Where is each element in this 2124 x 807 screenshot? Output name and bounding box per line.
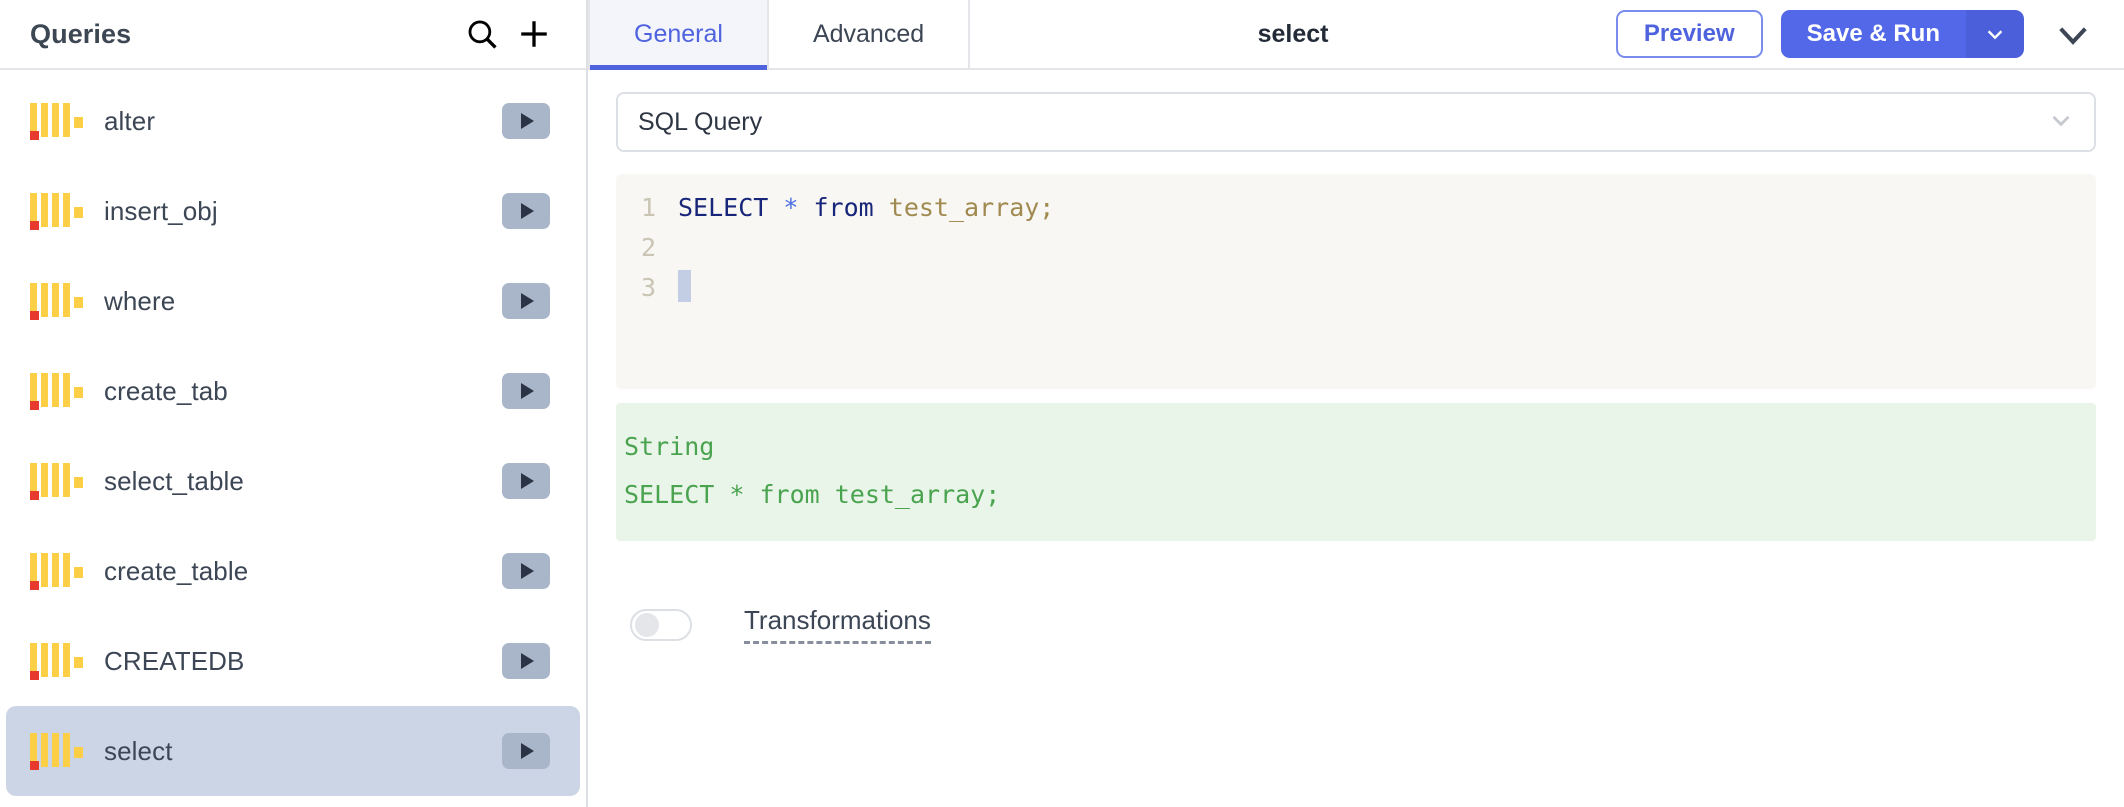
tab-advanced[interactable]: Advanced	[769, 0, 971, 68]
transformations-label: Transformations	[744, 605, 931, 644]
preview-button[interactable]: Preview	[1615, 10, 1763, 58]
main-panel: General Advanced select Preview Save & R…	[588, 0, 2124, 807]
transformations-toggle[interactable]	[630, 608, 692, 641]
save-run-chevron-down-icon[interactable]	[1966, 10, 2024, 58]
query-icon	[28, 551, 83, 591]
query-list-item[interactable]: select_table	[6, 436, 580, 526]
query-icon	[28, 191, 83, 231]
query-list-item-label: create_tab	[104, 375, 228, 406]
play-icon[interactable]	[502, 373, 550, 409]
query-list-item[interactable]: CREATEDB	[6, 616, 580, 706]
code-line: 2	[616, 228, 2096, 268]
query-list-item-label: where	[104, 285, 176, 316]
query-type-value: SQL Query	[638, 107, 763, 136]
result-preview: String SELECT * from test_array;	[616, 403, 2096, 541]
tab-general[interactable]: General	[588, 0, 769, 70]
query-icon	[28, 281, 83, 321]
query-icon	[28, 371, 83, 411]
code-text	[678, 268, 691, 308]
query-icon	[28, 731, 83, 771]
main-header: General Advanced select Preview Save & R…	[588, 0, 2124, 70]
query-list-item[interactable]: create_tab	[6, 346, 580, 436]
sidebar-header: Queries	[0, 0, 586, 70]
code-text: SELECT * from test_array;	[678, 193, 1055, 222]
page-title: select	[1257, 19, 1329, 48]
query-icon	[28, 641, 83, 681]
line-number: 3	[640, 273, 656, 302]
line-number: 1	[640, 193, 656, 222]
save-and-run-button[interactable]: Save & Run	[1780, 10, 1966, 58]
text-cursor	[678, 270, 691, 302]
play-icon[interactable]	[502, 553, 550, 589]
query-list-item-label: insert_obj	[104, 195, 218, 226]
plus-icon[interactable]	[508, 8, 560, 60]
tab-general-label: General	[634, 19, 723, 48]
code-line: 3	[616, 268, 2096, 308]
query-list-item[interactable]: create_table	[6, 526, 580, 616]
chevron-down-icon	[2046, 105, 2076, 140]
collapse-chevron-down-icon[interactable]	[2042, 3, 2104, 65]
query-list-item[interactable]: where	[6, 256, 580, 346]
sidebar-title: Queries	[30, 18, 132, 49]
result-type-label: String	[624, 432, 715, 461]
query-list-item-label: create_table	[104, 555, 249, 586]
query-list-item[interactable]: select	[6, 706, 580, 796]
query-list-item-label: select_table	[104, 465, 244, 496]
play-icon[interactable]	[502, 733, 550, 769]
play-icon[interactable]	[502, 103, 550, 139]
save-run-split-button: Save & Run	[1780, 10, 2024, 58]
query-list-item-label: CREATEDB	[104, 645, 245, 676]
search-icon[interactable]	[456, 8, 508, 60]
play-icon[interactable]	[502, 643, 550, 679]
query-icon	[28, 101, 83, 141]
play-icon[interactable]	[502, 193, 550, 229]
sql-code-editor[interactable]: 1 SELECT * from test_array; 2 3	[616, 174, 2096, 389]
main-content: SQL Query 1 SELECT * from test_array; 2	[588, 70, 2124, 807]
tab-advanced-label: Advanced	[812, 19, 925, 48]
query-list-item-label: alter	[104, 105, 156, 136]
play-icon[interactable]	[502, 283, 550, 319]
transformations-row: Transformations	[616, 605, 2096, 644]
result-value: SELECT * from test_array;	[624, 480, 1001, 509]
line-number: 2	[640, 233, 656, 262]
query-list-item[interactable]: insert_obj	[6, 166, 580, 256]
query-list-item[interactable]: alter	[6, 76, 580, 166]
query-list-item-label: select	[104, 735, 173, 766]
query-type-select[interactable]: SQL Query	[616, 92, 2096, 152]
query-icon	[28, 461, 83, 501]
play-icon[interactable]	[502, 463, 550, 499]
header-actions: Preview Save & Run	[1615, 0, 2124, 68]
toggle-knob	[635, 612, 659, 637]
code-line: 1 SELECT * from test_array;	[616, 188, 2096, 228]
